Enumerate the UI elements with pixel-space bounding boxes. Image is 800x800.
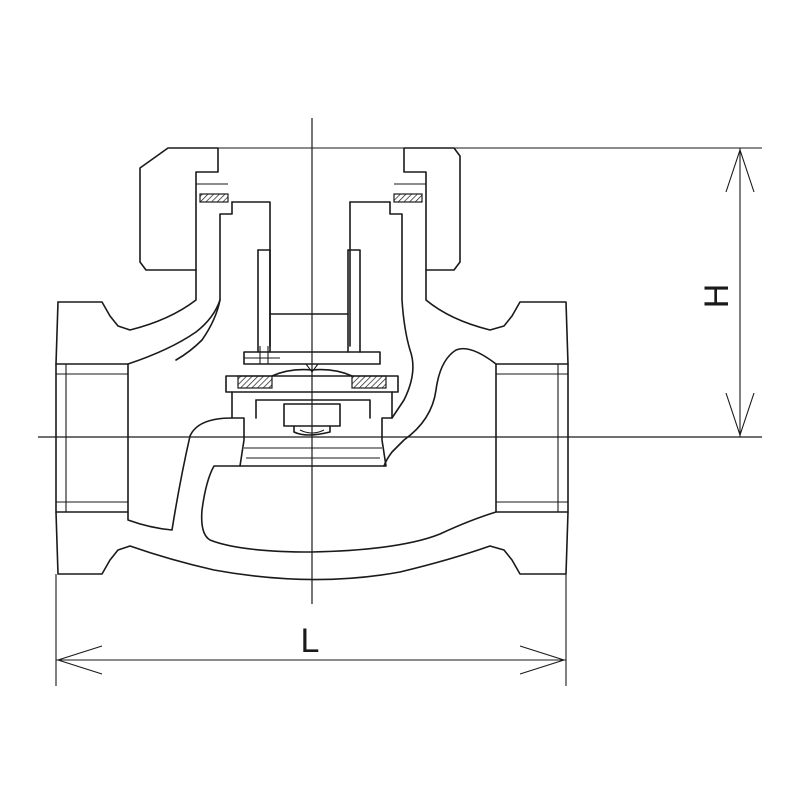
flow-passage (127, 299, 497, 553)
bonnet-gasket (199, 193, 423, 203)
length-arrow-right (519, 645, 566, 675)
length-arrow-left (56, 645, 103, 675)
valve-disc (231, 391, 393, 467)
height-label: H (698, 284, 736, 309)
center-lines (38, 118, 762, 604)
bonnet-cap (139, 147, 461, 271)
length-label: L (301, 622, 320, 660)
height-dimension: H (454, 147, 762, 437)
height-arrow-bottom (725, 392, 755, 437)
height-arrow-top (725, 148, 755, 193)
seat-ring (225, 368, 399, 393)
disc-hinge (243, 249, 381, 373)
length-dimension: L (55, 574, 567, 686)
valve-body (55, 269, 569, 581)
